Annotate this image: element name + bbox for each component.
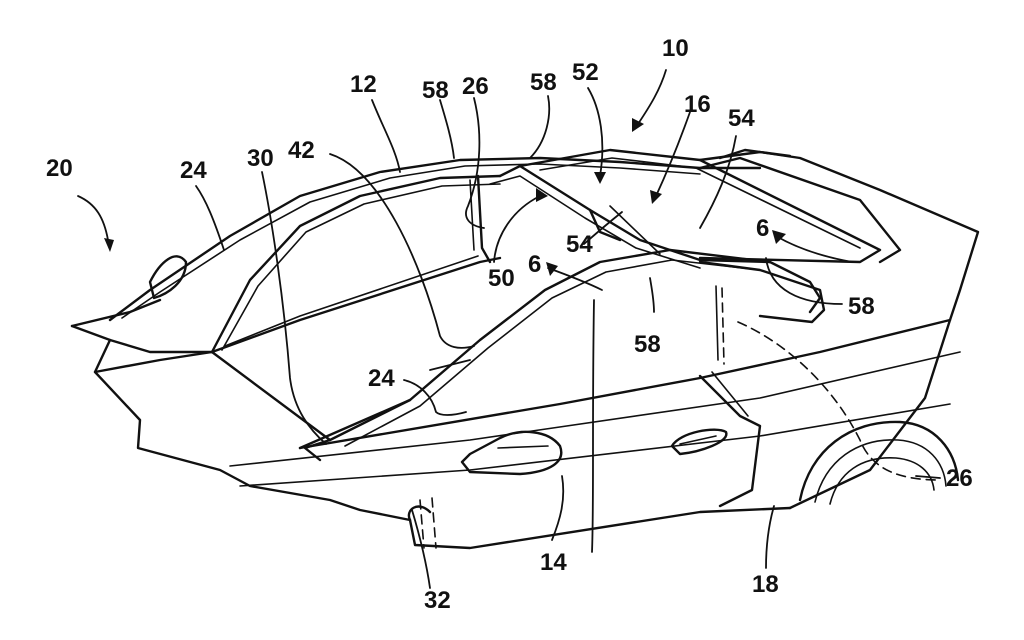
connector-42 — [429, 359, 471, 371]
roof-structure — [108, 148, 941, 549]
ref-24-upper: 24 — [180, 157, 207, 184]
ref-54-upper: 54 — [728, 105, 755, 132]
ref-54-lower: 54 — [566, 231, 593, 258]
connector-26-lower — [915, 475, 941, 479]
ref-12: 12 — [350, 71, 377, 98]
ref-26-upper: 26 — [462, 73, 489, 100]
leader-lines — [77, 69, 853, 589]
ref-58-roof-center: 58 — [530, 69, 557, 96]
ref-42: 42 — [288, 137, 315, 164]
vehicle-body — [70, 148, 980, 550]
ref-16: 16 — [684, 91, 711, 118]
ref-30: 30 — [247, 145, 274, 172]
ref-32: 32 — [424, 587, 451, 614]
ref-6-front: 6 — [528, 251, 541, 278]
ref-52: 52 — [572, 59, 599, 86]
ref-24-lower: 24 — [368, 365, 395, 392]
ref-18: 18 — [752, 571, 779, 598]
ref-20: 20 — [46, 155, 73, 182]
ref-10: 10 — [662, 35, 689, 62]
ref-58-roof-left: 58 — [422, 77, 449, 104]
ref-50: 50 — [488, 265, 515, 292]
ref-58-rear: 58 — [848, 293, 875, 320]
ref-14: 14 — [540, 549, 567, 576]
reference-numerals: 20 24 30 42 12 58 26 58 52 10 16 54 6 54… — [46, 35, 973, 614]
ref-6-rear: 6 — [756, 215, 769, 242]
ref-26-lower: 26 — [946, 465, 973, 492]
ref-58-pillar: 58 — [634, 331, 661, 358]
